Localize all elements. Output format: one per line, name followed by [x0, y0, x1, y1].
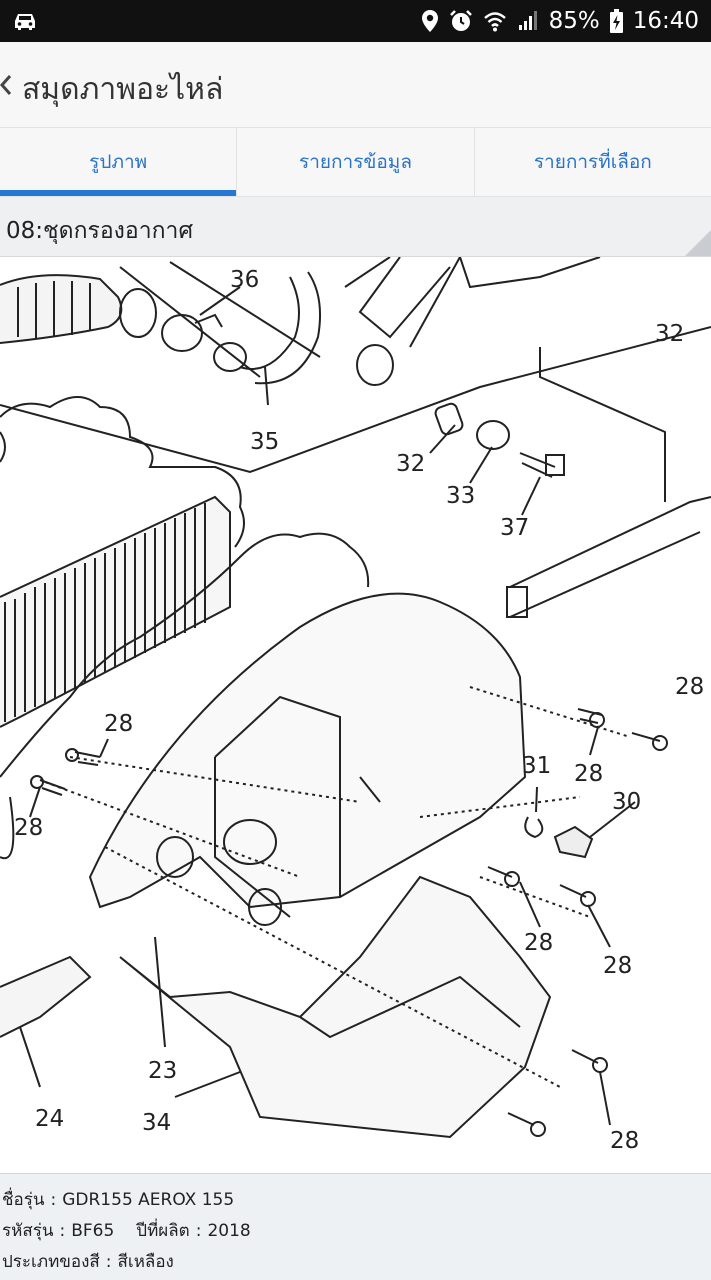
battery-charging-icon — [609, 9, 623, 33]
year-label: ปีที่ผลิต — [136, 1221, 190, 1241]
tab-picture[interactable]: รูปภาพ — [0, 128, 238, 196]
tab-bar: รูปภาพ รายการข้อมูล รายการที่เลือก — [0, 128, 711, 197]
clock-time: 16:40 — [632, 8, 699, 34]
callout-37[interactable]: 37 — [500, 515, 529, 541]
callout-28-d[interactable]: 28 — [574, 761, 603, 787]
callout-33[interactable]: 33 — [446, 483, 475, 509]
app-bar: สมุดภาพอะไหล่ — [0, 42, 711, 128]
callout-34[interactable]: 34 — [142, 1110, 171, 1136]
parts-diagram[interactable]: 36 32 35 32 33 37 28 28 28 28 31 30 28 2… — [0, 257, 711, 1173]
model-label: ชื่อรุ่น — [2, 1190, 45, 1210]
callout-28-g[interactable]: 28 — [610, 1128, 639, 1154]
callout-28-e[interactable]: 28 — [524, 930, 553, 956]
exploded-view-drawing: 36 32 35 32 33 37 28 28 28 28 31 30 28 2… — [0, 257, 711, 1154]
callout-32[interactable]: 32 — [396, 451, 425, 477]
callout-32-top[interactable]: 32 — [655, 321, 684, 347]
callout-30[interactable]: 30 — [612, 789, 641, 815]
callout-28-a[interactable]: 28 — [675, 674, 704, 700]
year-value: 2018 — [207, 1220, 251, 1241]
signal-icon — [518, 11, 537, 30]
color-row: ประเภทของสี : สีเหลือง — [0, 1246, 711, 1277]
location-icon — [421, 10, 438, 32]
alarm-icon — [449, 10, 472, 31]
callout-23[interactable]: 23 — [148, 1058, 177, 1084]
page-title: สมุดภาพอะไหล่ — [22, 72, 224, 107]
color-label: ประเภทของสี — [2, 1252, 100, 1272]
code-year-row: รหัสรุ่น : BF65 ปีที่ผลิต : 2018 — [0, 1215, 711, 1246]
section-header[interactable]: 08:ชุดกรองอากาศ — [0, 197, 711, 257]
expand-corner-icon[interactable] — [685, 230, 711, 256]
tab-selected-list[interactable]: รายการที่เลือก — [533, 151, 652, 173]
tab-parts-list[interactable]: รายการข้อมูล — [237, 128, 475, 196]
section-title: 08:ชุดกรองอากาศ — [6, 218, 194, 244]
callout-28-b[interactable]: 28 — [104, 711, 133, 737]
model-row: ชื่อรุ่น : GDR155 AEROX 155 — [0, 1184, 711, 1215]
status-bar: 85% 16:40 — [0, 0, 711, 42]
battery-percent: 85% — [548, 8, 600, 34]
callout-28-f[interactable]: 28 — [603, 953, 632, 979]
back-arrow-icon[interactable] — [0, 70, 14, 100]
callout-24[interactable]: 24 — [35, 1106, 64, 1132]
callout-36[interactable]: 36 — [230, 267, 259, 293]
callout-35[interactable]: 35 — [250, 429, 279, 455]
callout-28-c[interactable]: 28 — [14, 815, 43, 841]
model-info-panel: ชื่อรุ่น : GDR155 AEROX 155 รหัสรุ่น : B… — [0, 1173, 711, 1280]
code-label: รหัสรุ่น — [2, 1221, 54, 1241]
callout-31[interactable]: 31 — [522, 753, 551, 779]
color-value: สีเหลือง — [117, 1252, 174, 1272]
wifi-icon — [483, 12, 506, 32]
car-icon — [15, 14, 35, 30]
code-value: BF65 — [71, 1220, 115, 1241]
model-value: GDR155 AEROX 155 — [62, 1189, 235, 1210]
